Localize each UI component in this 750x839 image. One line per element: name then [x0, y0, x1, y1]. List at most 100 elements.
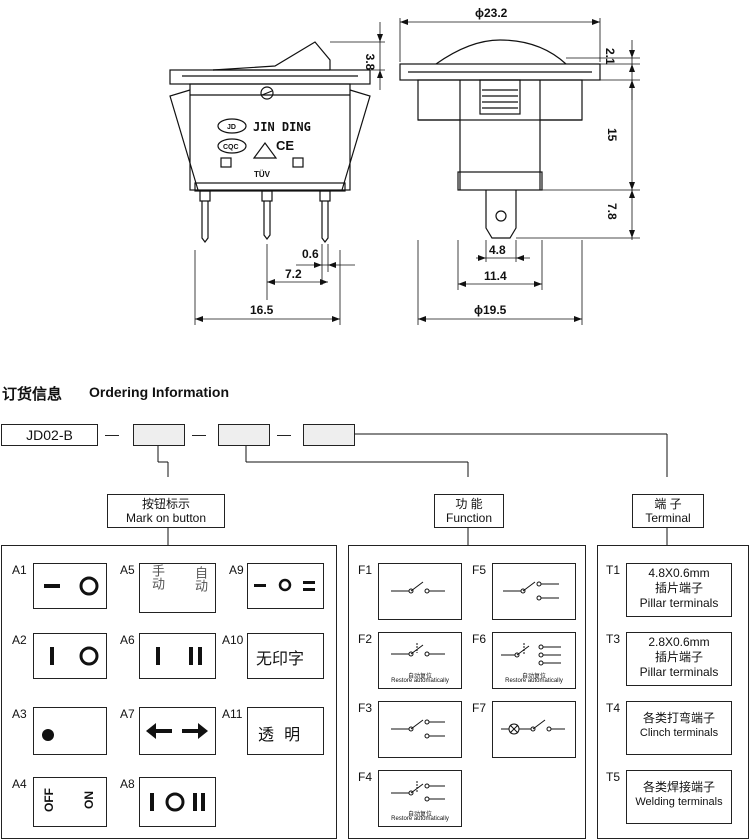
- terminal-group-cn: 端 子: [654, 497, 682, 511]
- f7-lamp-switch-icon: [501, 719, 565, 735]
- t1-en: Pillar terminals: [639, 596, 719, 610]
- a5-label: A5: [120, 563, 135, 577]
- a10-label: A10: [222, 633, 244, 647]
- model-code: JD02-B: [1, 424, 98, 446]
- a3-label: A3: [12, 707, 27, 721]
- a9-option[interactable]: [247, 563, 324, 609]
- f2-label: F2: [358, 632, 373, 646]
- a7-arrows-icon: [146, 723, 208, 739]
- front-view: [399, 39, 601, 239]
- tuv-logo: TÜV: [254, 170, 271, 179]
- f4-option[interactable]: 自动复位 Restore automatically: [378, 770, 462, 827]
- section-title-cn: 订货信息: [2, 386, 63, 403]
- f4-restore-cn: 自动复位: [407, 812, 432, 818]
- a4-option[interactable]: OFF ON: [33, 777, 107, 827]
- t1-size: 4.8X0.6mm: [648, 566, 710, 580]
- a1-label: A1: [12, 563, 27, 577]
- t4-option[interactable]: 各类打弯端子 Clinch terminals: [626, 701, 732, 755]
- dim-11-4: 11.4: [484, 269, 507, 283]
- f3-switch-icon: [391, 719, 445, 739]
- dim-16-5: 16.5: [250, 303, 274, 317]
- f6-option[interactable]: 自动复位 Restore automatically: [492, 632, 576, 689]
- f2-restore-en: Restore automatically: [391, 678, 449, 684]
- a5-manual-text: 手动: [149, 564, 164, 590]
- f1-label: F1: [358, 563, 373, 577]
- f1-switch-icon: [391, 581, 445, 594]
- mark-group-en: Mark on button: [125, 511, 207, 525]
- f4-label: F4: [358, 770, 373, 784]
- ce-logo: CE: [276, 138, 294, 153]
- a2-symbol-icon: [50, 646, 99, 666]
- t1-label: T1: [606, 563, 621, 577]
- a5-auto-text: 自动: [192, 566, 207, 592]
- f5-option[interactable]: [492, 563, 576, 620]
- a1-symbol-icon: [44, 576, 99, 596]
- t3-label: T3: [606, 632, 621, 646]
- t4-cn: 各类打弯端子: [642, 711, 715, 725]
- f5-switch-icon: [503, 581, 559, 601]
- a7-label: A7: [120, 707, 135, 721]
- a4-on-text: ON: [82, 791, 96, 809]
- a6-option[interactable]: [139, 633, 216, 679]
- t3-size: 2.8X0.6mm: [648, 635, 710, 649]
- a10-option[interactable]: 无印字: [247, 633, 324, 679]
- code-connectors: [157, 433, 668, 545]
- t5-en: Welding terminals: [635, 796, 723, 808]
- a5-option[interactable]: 手动 自动: [139, 563, 216, 613]
- code-dash-2: —: [192, 426, 206, 442]
- t3-option[interactable]: 2.8X0.6mm 插片端子 Pillar terminals: [626, 632, 732, 686]
- a8-option[interactable]: [139, 777, 216, 827]
- a3-option[interactable]: [33, 707, 107, 755]
- terminal-group-title: 端 子 Terminal: [632, 494, 704, 528]
- f5-label: F5: [472, 563, 487, 577]
- dim-2-1: 2.1: [603, 48, 617, 65]
- t1-cn: 插片端子: [654, 581, 703, 595]
- a7-option[interactable]: [139, 707, 216, 755]
- dim-0-6: 0.6: [302, 247, 319, 261]
- terminal-group-en: Terminal: [645, 511, 691, 525]
- f3-option[interactable]: [378, 701, 462, 758]
- f1-option[interactable]: [378, 563, 462, 620]
- dim-7-2: 7.2: [285, 267, 302, 281]
- a2-option[interactable]: [33, 633, 107, 679]
- a3-dot-icon: [42, 729, 54, 741]
- f3-label: F3: [358, 701, 373, 715]
- t1-option[interactable]: 4.8X0.6mm 插片端子 Pillar terminals: [626, 563, 732, 617]
- function-code-slot[interactable]: [218, 424, 270, 446]
- a11-option[interactable]: 透 明: [247, 707, 324, 755]
- f7-label: F7: [472, 701, 487, 715]
- a2-label: A2: [12, 633, 27, 647]
- f7-option[interactable]: [492, 701, 576, 758]
- cqc-logo: CQC: [223, 144, 239, 151]
- function-group-title: 功 能 Function: [434, 494, 504, 528]
- f6-restore-en: Restore automatically: [505, 678, 563, 684]
- a11-label: A11: [222, 707, 243, 721]
- section-title-en: Ordering Information: [89, 384, 229, 400]
- code-dash-3: —: [277, 426, 291, 442]
- a4-off-text: OFF: [42, 788, 56, 812]
- jd-logo: JD: [227, 124, 236, 131]
- terminal-code-slot[interactable]: [303, 424, 355, 446]
- dim-15: 15: [605, 128, 619, 142]
- t4-en: Clinch terminals: [639, 727, 719, 739]
- mark-code-slot[interactable]: [133, 424, 185, 446]
- f2-option[interactable]: 自动复位 Restore automatically: [378, 632, 462, 689]
- a10-text: 无印字: [256, 649, 305, 668]
- f2-restore-cn: 自动复位: [407, 674, 432, 680]
- f6-restore-cn: 自动复位: [521, 674, 546, 680]
- a8-label: A8: [120, 777, 135, 791]
- t3-en: Pillar terminals: [639, 665, 719, 679]
- a6-label: A6: [120, 633, 135, 647]
- dim-19-5: ϕ19.5: [474, 303, 507, 317]
- a9-symbol-icon: [254, 578, 315, 592]
- t3-cn: 插片端子: [654, 650, 703, 664]
- dim-4-8: 4.8: [489, 243, 506, 257]
- a1-option[interactable]: [33, 563, 107, 609]
- t5-option[interactable]: 各类焊接端子 Welding terminals: [626, 770, 732, 824]
- t5-label: T5: [606, 770, 621, 784]
- code-dash-1: —: [105, 426, 119, 442]
- f6-label: F6: [472, 632, 487, 646]
- dim-7-8: 7.8: [605, 203, 619, 220]
- technical-drawing: 3.8 0.6 7.2 16.5 ϕ23.2 2.1 15 7.8 4.8 11…: [169, 6, 640, 325]
- side-view: [169, 41, 371, 243]
